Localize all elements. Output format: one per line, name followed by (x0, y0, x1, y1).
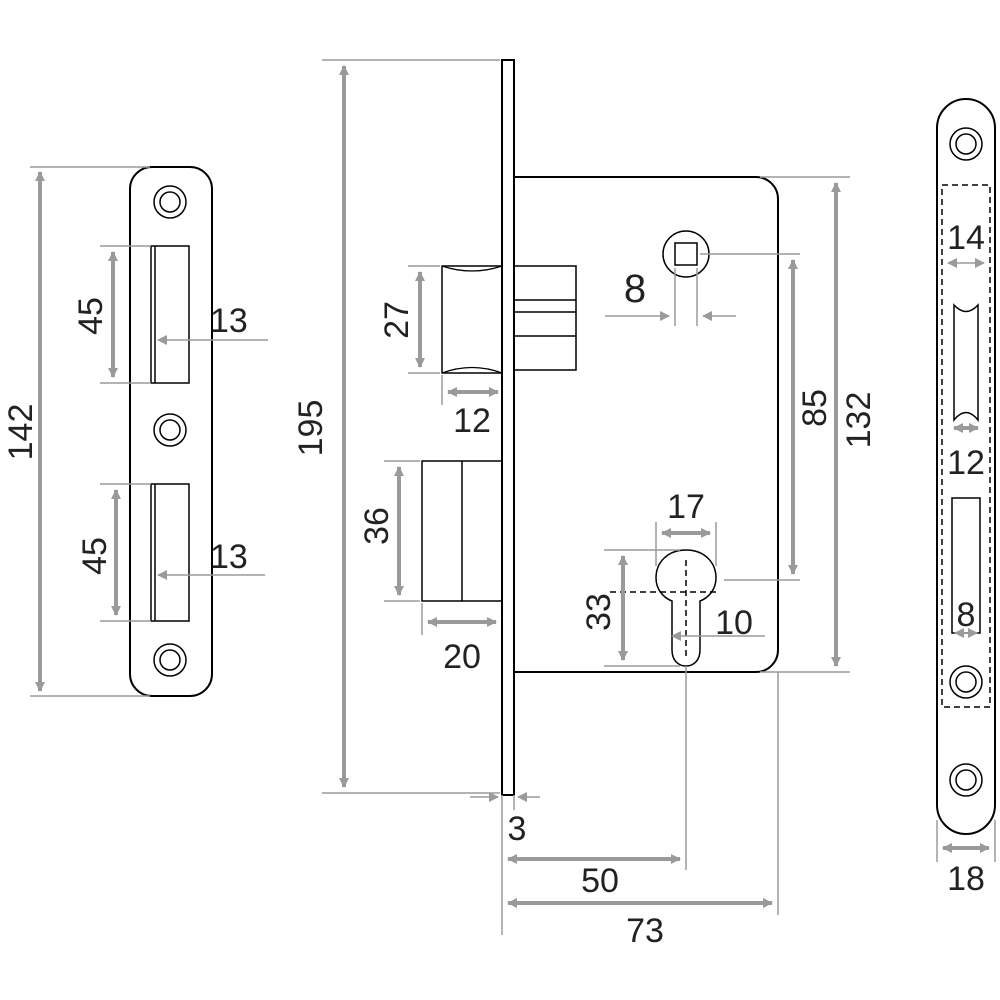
dim-front-upper-slot-width: 14 (947, 219, 985, 268)
strike-screw-hole-bottom (153, 643, 187, 677)
dim-strike-slot-upper-offset: 13 (157, 302, 268, 345)
label-faceplate-height: 195 (292, 400, 330, 457)
label-backset: 50 (581, 862, 619, 900)
label-case-height: 132 (840, 392, 878, 449)
label-front-upper-slot-width: 14 (947, 219, 985, 257)
faceplate-front-view (936, 98, 996, 835)
dim-deadbolt-throw: 20 (421, 603, 497, 676)
label-latch-depth: 12 (453, 402, 491, 440)
strike-slot-upper (150, 245, 190, 384)
dim-strike-slot-upper: 45 (72, 245, 151, 384)
label-spindle-square: 8 (624, 267, 646, 311)
front-screw-hole-top (949, 127, 983, 161)
strike-plate (129, 166, 213, 697)
front-cylinder-hole (949, 665, 983, 699)
label-cylinder-width: 17 (667, 488, 705, 526)
dim-backset: 50 (507, 666, 687, 900)
dim-cylinder-height: 33 (580, 549, 680, 667)
deadbolt (421, 460, 503, 602)
label-cylinder-lower-width: 10 (715, 604, 753, 642)
dim-faceplate-height: 195 (292, 59, 500, 794)
label-strike-slot-lower-offset: 13 (210, 538, 248, 576)
label-front-plate-width: 18 (947, 860, 985, 898)
label-strike-height: 142 (2, 404, 40, 461)
label-cylinder-height: 33 (580, 593, 618, 631)
dim-front-bolt-width: 8 (954, 596, 978, 638)
dim-case-depth: 73 (507, 672, 779, 950)
label-strike-slot-upper-offset: 13 (210, 302, 248, 340)
label-faceplate-thickness: 3 (508, 810, 527, 848)
dim-spindle-square: 8 (605, 267, 736, 326)
label-strike-slot-lower: 45 (76, 537, 114, 575)
faceplate (501, 59, 515, 796)
dim-handle-to-cylinder: 85 (700, 253, 834, 581)
strike-screw-hole-top (153, 185, 187, 219)
strike-slot-lower (150, 483, 190, 622)
dim-strike-slot-lower-offset: 13 (157, 538, 265, 580)
label-front-latch-width: 12 (947, 444, 985, 482)
dim-front-latch-width: 12 (947, 423, 985, 482)
label-case-depth: 73 (626, 912, 664, 950)
label-deadbolt-throw: 20 (443, 638, 481, 676)
dim-case-height: 132 (760, 176, 878, 673)
front-latch-opening (953, 303, 979, 423)
label-front-bolt-width: 8 (957, 596, 976, 634)
dim-cylinder-width: 17 (655, 488, 717, 566)
latch-bolt (441, 265, 503, 374)
label-deadbolt-height: 36 (358, 507, 396, 545)
dim-front-plate-width: 18 (936, 820, 996, 898)
label-handle-to-cylinder: 85 (796, 389, 834, 427)
lock-case (513, 176, 779, 673)
dim-latch-height: 27 (378, 265, 440, 374)
label-latch-height: 27 (378, 301, 416, 339)
dim-cylinder-lower-width: 10 (671, 604, 765, 642)
dim-faceplate-thickness: 3 (470, 792, 540, 935)
front-case-outline (941, 184, 991, 708)
label-strike-slot-upper: 45 (72, 297, 110, 335)
dim-latch-depth: 12 (441, 375, 499, 440)
dim-strike-height: 142 (2, 166, 150, 697)
strike-screw-hole-middle (153, 413, 187, 447)
front-screw-hole-bottom (949, 763, 983, 797)
dim-strike-slot-lower: 45 (76, 483, 151, 622)
dim-deadbolt-height: 36 (358, 460, 420, 602)
